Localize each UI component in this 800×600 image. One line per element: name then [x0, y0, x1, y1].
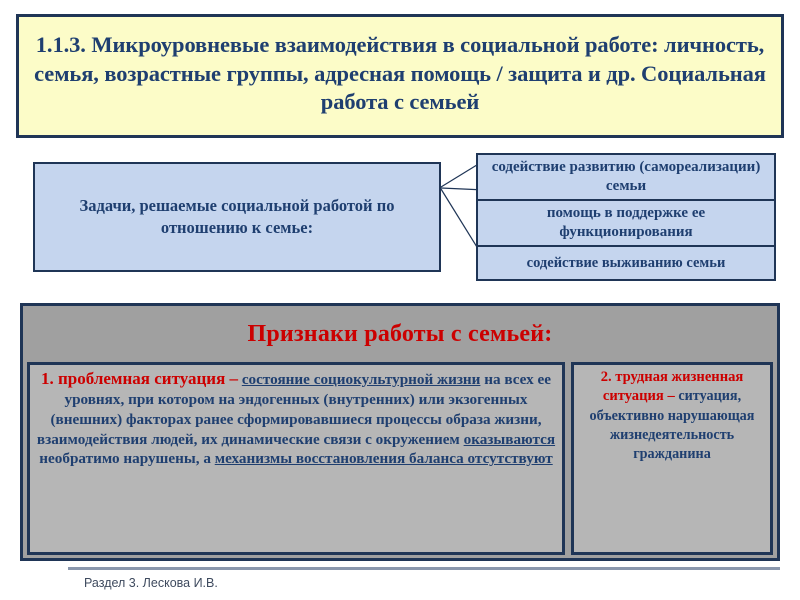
tasks-box: Задачи, решаемые социальной работой по о… [33, 162, 441, 272]
feature-cell-2-text: 2. трудная жизненная ситуация – ситуация… [580, 368, 764, 463]
feature-text-underlined: оказываются [463, 430, 556, 448]
footer-divider [68, 567, 780, 570]
page-title: 1.1.3. Микроуровневые взаимодействия в с… [34, 32, 766, 115]
feature-cell-1: 1. проблемная ситуация – состояние социо… [27, 362, 565, 555]
feature-text-underlined: механизмы восстановления баланса отсутст… [214, 450, 553, 468]
goals-stack: содействие развитию (самореализации) сем… [476, 153, 776, 281]
tasks-box-label: Задачи, решаемые социальной работой по о… [79, 195, 395, 237]
feature-lead: 2. трудная жизненная ситуация – [600, 369, 744, 405]
feature-text: необратимо нарушены, а [39, 450, 215, 468]
goal-box-3-label: содействие выживанию семьи [526, 254, 726, 271]
goal-box-1-label: содействие развитию (самореализации) сем… [491, 158, 761, 195]
goal-box-2-label: помощь в поддержке ее функционирования [546, 204, 706, 241]
features-panel: Признаки работы с семьей: 1. проблемная … [20, 303, 780, 561]
footer-label: Раздел 3. Лескова И.В. [84, 576, 218, 590]
feature-text: на всех ее уровнях, при котором на эндог… [36, 371, 551, 448]
feature-lead: 1. проблемная ситуация – [41, 369, 239, 388]
features-panel-header: Признаки работы с семьей: [23, 306, 777, 362]
features-columns: 1. проблемная ситуация – состояние социо… [27, 362, 773, 555]
goal-box-1: содействие развитию (самореализации) сем… [476, 153, 776, 201]
features-panel-title: Признаки работы с семьей: [247, 320, 553, 347]
goal-box-3: содействие выживанию семьи [476, 245, 776, 281]
feature-cell-2: 2. трудная жизненная ситуация – ситуация… [571, 362, 773, 555]
slide-title-box: 1.1.3. Микроуровневые взаимодействия в с… [16, 14, 784, 138]
feature-text: ситуация, объективно нарушающая жизнедея… [589, 388, 755, 462]
goal-box-2: помощь в поддержке ее функционирования [476, 199, 776, 247]
feature-cell-1-text: 1. проблемная ситуация – состояние социо… [36, 368, 556, 469]
feature-text-underlined: состояние социокультурной жизни [241, 371, 481, 388]
